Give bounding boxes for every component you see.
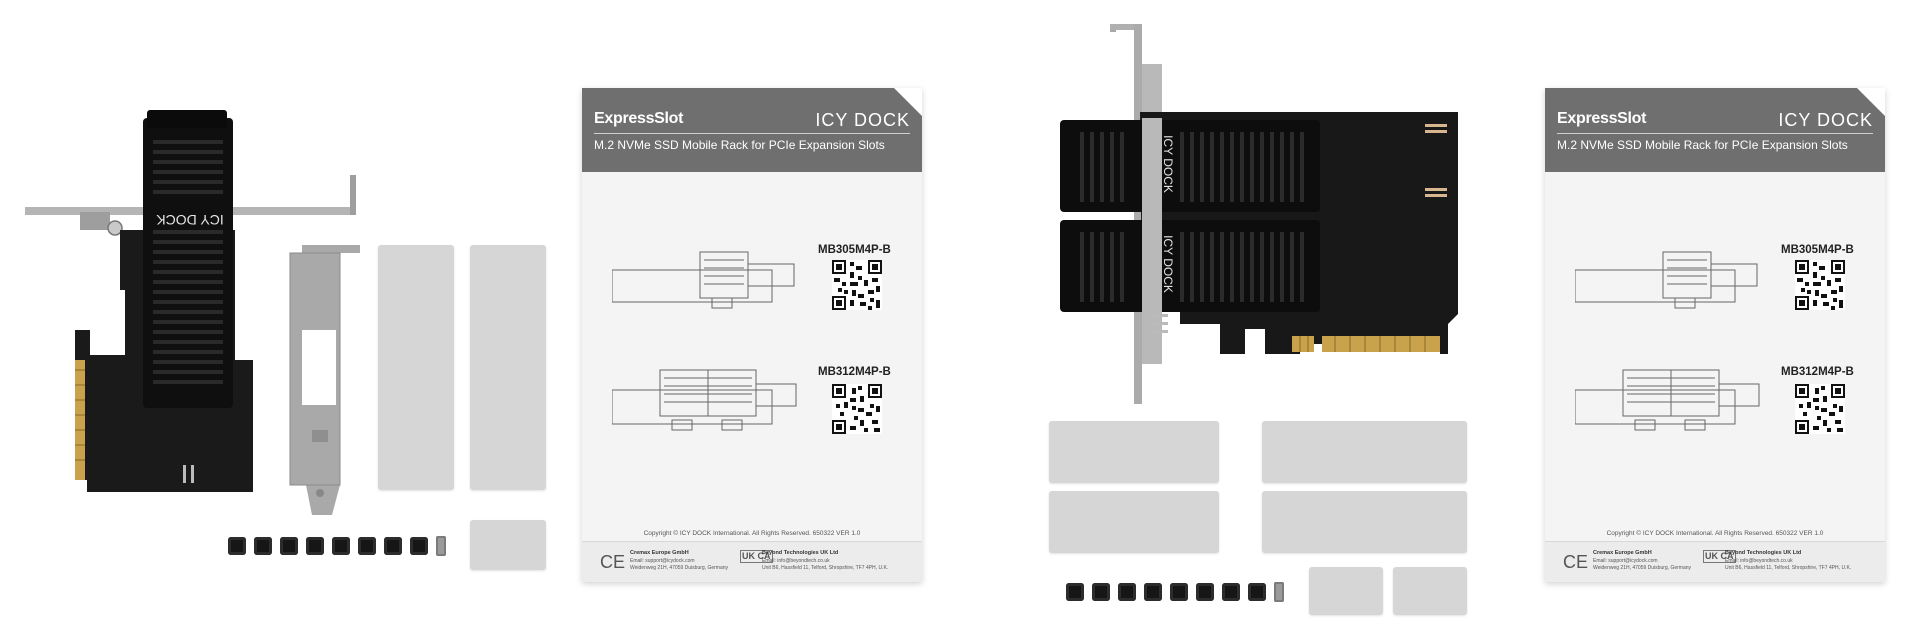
screw-set-dual [1066,582,1284,602]
manual-tagline: M.2 NVMe SSD Mobile Rack for PCIe Expans… [1557,138,1848,152]
manual-brand-logo: ICY DOCK [815,110,910,130]
manual-model-1: MB305M4P-B [818,244,891,256]
ukca-mark: UK CA [1703,550,1736,563]
thermal-pad-dual-2 [1262,421,1467,483]
manual-model-1: MB305M4P-B [1781,244,1854,256]
qr-code-icon [1795,260,1845,310]
single-slot-card-image: ICY DOCK [25,110,356,492]
screw-icon [1144,583,1162,601]
manual-footer: CE Cremax Europe GmbH Email: support@icy… [582,541,922,582]
screw-icon [280,537,298,555]
qr-code-icon [832,384,882,434]
single-heatsink-logo: ICY DOCK [156,212,224,228]
manual-header: ExpressSlot ICY DOCK M.2 NVMe SSD Mobile… [582,88,922,172]
thermal-pad-large-2 [470,245,546,490]
thermal-pad-small [470,520,546,570]
screw-icon [1222,583,1240,601]
manual-brand-logo: ICY DOCK [1778,110,1873,130]
ce-mark: CE [600,552,626,572]
manual-model-2: MB312M4P-B [1781,366,1854,378]
eu-company: Cremax Europe GmbH [630,550,689,556]
screw-icon [384,537,402,555]
manual-copyright: Copyright © ICY DOCK International. All … [643,530,861,537]
screw-icon [306,537,324,555]
single-card-line-drawing [1575,251,1758,309]
manual-model-2: MB312M4P-B [818,366,891,378]
screw-set-single [228,536,446,556]
screw-icon [254,537,272,555]
screw-icon [410,537,428,555]
manual-sheet-1: ExpressSlot ICY DOCK M.2 NVMe SSD Mobile… [582,88,922,582]
dual-card-line-drawing [612,369,797,431]
uk-email: Email: info@beyondtech.co.uk [762,558,830,564]
dual-heatsink-logo-top: ICY DOCK [1161,135,1175,193]
standoff-icon [1274,582,1284,602]
manual-footer: CE Cremax Europe GmbH Email: support@icy… [1545,541,1885,582]
screw-icon [1066,583,1084,601]
dual-card-line-drawing [1575,369,1760,431]
qr-code-icon [1795,384,1845,434]
thermal-pad-dual-5 [1309,567,1383,615]
manual-series-title: ExpressSlot [594,110,684,127]
single-card-line-drawing [612,251,795,309]
manual-tagline: M.2 NVMe SSD Mobile Rack for PCIe Expans… [594,138,885,152]
thermal-pad-dual-3 [1049,491,1219,553]
dual-heatsink-logo-bottom: ICY DOCK [1161,235,1175,293]
uk-company: Beyond Technologies UK Ltd [1725,550,1802,556]
eu-company: Cremax Europe GmbH [1593,550,1652,556]
eu-email: Email: support@icydock.com [630,558,695,564]
qr-code-icon [832,260,882,310]
screw-icon [1196,583,1214,601]
thermal-pad-dual-6 [1393,567,1467,615]
screw-icon [1170,583,1188,601]
manual-header: ExpressSlot ICY DOCK M.2 NVMe SSD Mobile… [1545,88,1885,172]
uk-email: Email: info@beyondtech.co.uk [1725,558,1793,564]
dual-slot-card-image: ICY DOCK ICY DOCK [1060,24,1458,404]
manual-sheet-2: ExpressSlot ICY DOCK M.2 NVMe SSD Mobile… [1545,88,1885,582]
ce-mark: CE [1563,552,1589,572]
uk-address: Unit B6, Hassfield 11, Telford, Shropshi… [762,565,889,571]
ukca-mark: UK CA [740,550,773,563]
screw-icon [228,537,246,555]
screw-icon [1248,583,1266,601]
screw-icon [1092,583,1110,601]
screw-icon [358,537,376,555]
low-profile-bracket-image [289,245,360,515]
screw-icon [332,537,350,555]
thermal-pad-large-1 [378,245,454,490]
screw-icon [1118,583,1136,601]
uk-address: Unit B6, Hassfield 11, Telford, Shropshi… [1725,565,1852,571]
eu-email: Email: support@icydock.com [1593,558,1658,564]
uk-company: Beyond Technologies UK Ltd [762,550,839,556]
manual-series-title: ExpressSlot [1557,110,1647,127]
thermal-pad-dual-1 [1049,421,1219,483]
eu-address: Weidenweg 21H, 47059 Duisburg, Germany [630,565,729,571]
thermal-pad-dual-4 [1262,491,1467,553]
eu-address: Weidenweg 21H, 47059 Duisburg, Germany [1593,565,1692,571]
standoff-icon [436,536,446,556]
manual-copyright: Copyright © ICY DOCK International. All … [1606,530,1824,537]
